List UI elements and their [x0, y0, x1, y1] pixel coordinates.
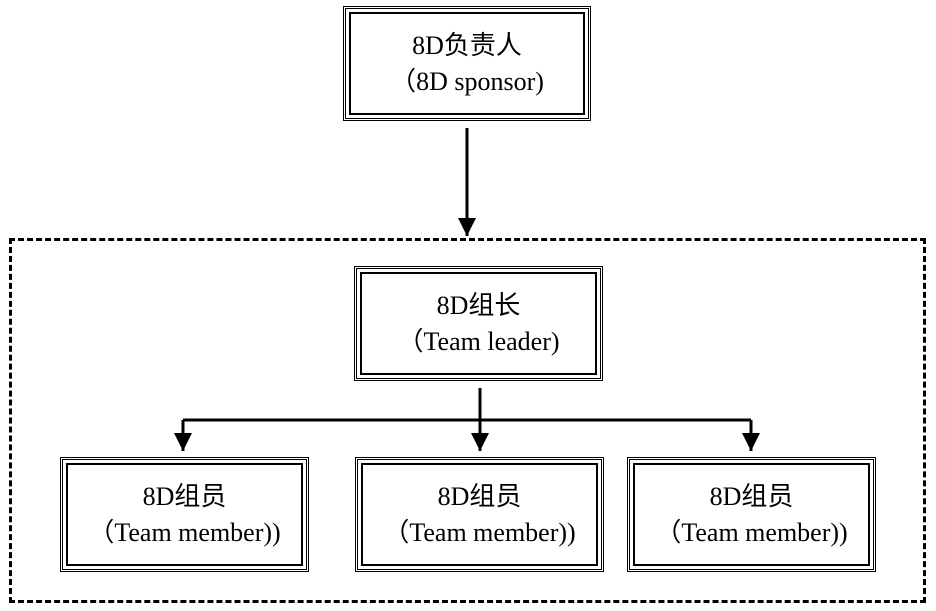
leader-node: 8D组长 （Team leader): [354, 266, 603, 381]
sponsor-subtitle: （8D sponsor): [390, 66, 544, 96]
member-title: 8D组员: [142, 481, 227, 511]
sponsor-title: 8D负责人: [412, 30, 522, 60]
member-subtitle: （Team member)): [383, 517, 576, 547]
member-subtitle: （Team member)): [88, 517, 281, 547]
leader-title: 8D组长: [436, 290, 521, 320]
member-title: 8D组员: [709, 481, 794, 511]
member-node-2: 8D组员 （Team member)): [355, 457, 604, 572]
team-group-frame: [9, 238, 926, 603]
member-node-3: 8D组员 （Team member)): [627, 457, 876, 572]
leader-subtitle: （Team leader): [397, 326, 560, 356]
sponsor-node: 8D负责人 （8D sponsor): [343, 6, 591, 121]
member-subtitle: （Team member)): [655, 517, 848, 547]
member-node-1: 8D组员 （Team member)): [60, 457, 309, 572]
member-title: 8D组员: [437, 481, 522, 511]
